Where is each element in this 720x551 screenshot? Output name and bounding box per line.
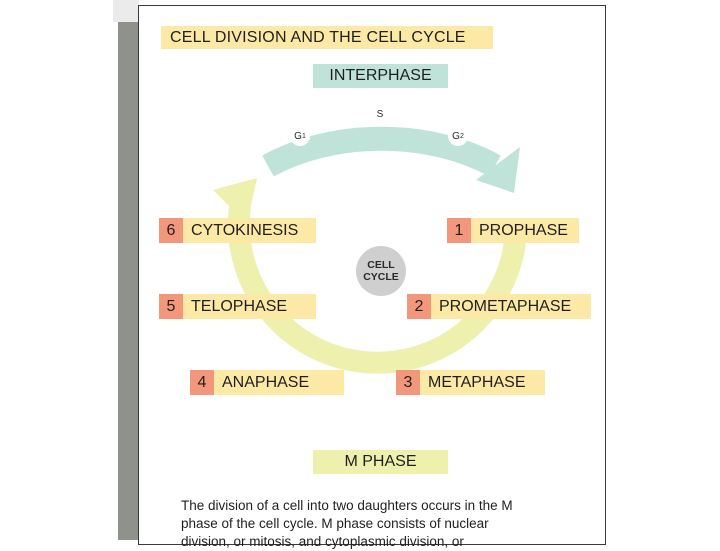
mphase-label: M PHASE [313,450,448,474]
background-strip-top [113,0,139,22]
phase-number: 4 [190,370,214,395]
caption-line-3: division, or mitosis, and cytoplasmic di… [181,534,464,549]
g1-stage-label: G [294,130,302,142]
interphase-arc [262,126,501,177]
figure-caption: The division of a cell into two daughter… [181,497,581,551]
phase-label: PROPHASE [471,218,579,243]
phase-prometaphase: 2 PROMETAPHASE [407,294,591,319]
phase-label: CYTOKINESIS [183,218,316,243]
phase-number: 5 [159,294,183,319]
phase-prophase: 1 PROPHASE [447,218,579,243]
center-line-2: CYCLE [363,271,399,283]
phase-number: 3 [396,370,420,395]
phase-metaphase: 3 METAPHASE [396,370,545,395]
cell-cycle-center: CELL CYCLE [356,246,406,296]
caption-line-2: phase of the cell cycle. M phase consist… [181,516,489,531]
s-stage-label: S [376,108,384,120]
page-shadow [118,22,138,540]
figure-title: CELL DIVISION AND THE CELL CYCLE [161,26,493,49]
phase-telophase: 5 TELOPHASE [159,294,316,319]
phase-anaphase: 4 ANAPHASE [190,370,344,395]
phase-number: 6 [159,218,183,243]
mphase-arrowhead [213,178,257,224]
phase-label: TELOPHASE [183,294,316,319]
g1-stage-subscript: 1 [301,132,306,140]
g2-stage-subscript: 2 [459,132,464,140]
phase-label: PROMETAPHASE [431,294,591,319]
g2-stage-label: G [452,130,460,142]
caption-line-1: The division of a cell into two daughter… [181,498,513,513]
s-stage-marker: S [370,104,390,124]
phase-label: METAPHASE [420,370,545,395]
interphase-arrowhead [476,147,520,193]
phase-label: ANAPHASE [214,370,344,395]
phase-cytokinesis: 6 CYTOKINESIS [159,218,316,243]
phase-number: 2 [407,294,431,319]
interphase-label: INTERPHASE [313,64,448,88]
center-line-1: CELL [367,259,395,271]
phase-number: 1 [447,218,471,243]
